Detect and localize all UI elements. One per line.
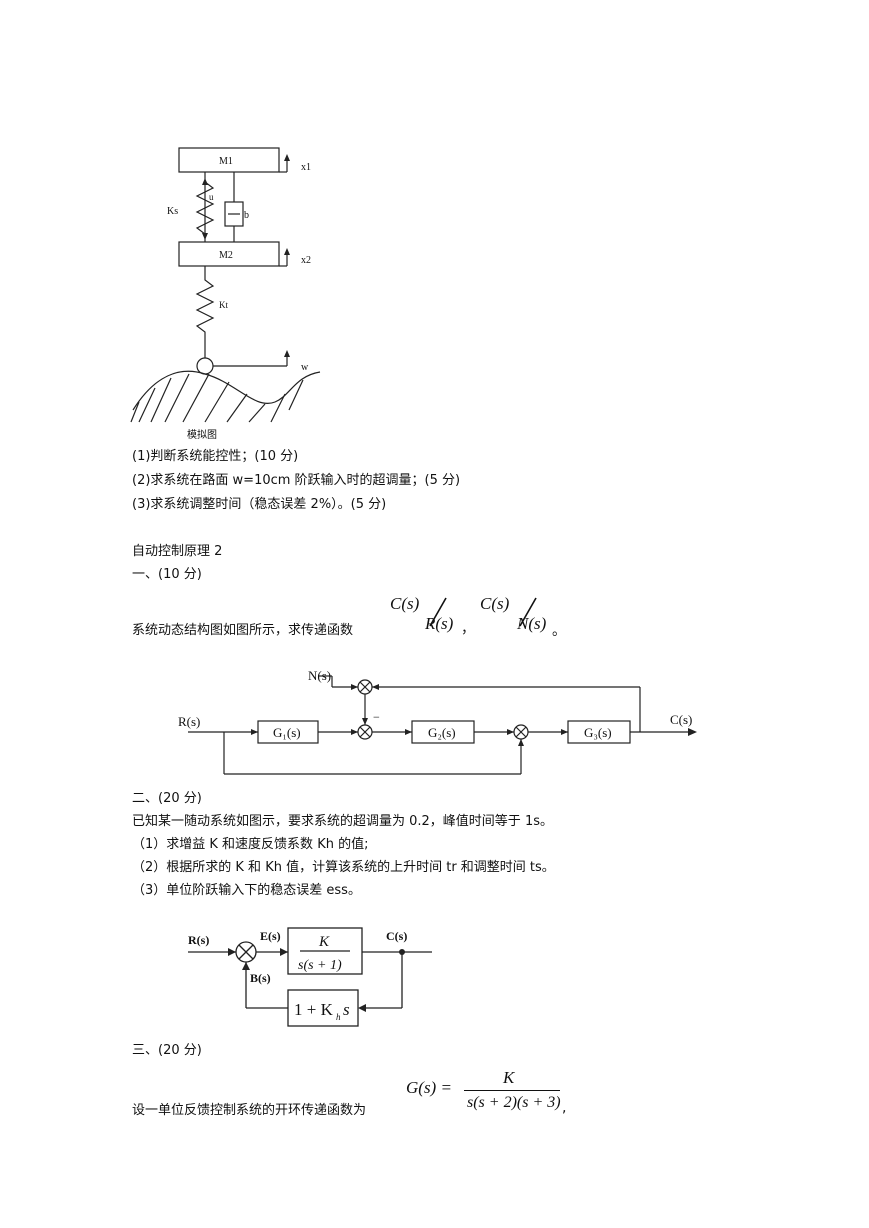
q1-frac1-num: C(s): [390, 594, 420, 613]
q1-separator: ，: [461, 621, 475, 637]
label-b: b: [244, 210, 249, 221]
q2-label-c: C(s): [386, 929, 407, 943]
question-line-2: (2)求系统在路面 w=10cm 阶跃输入时的超调量；(5 分): [132, 473, 461, 488]
q2-feedback-a: 1 + K: [294, 1000, 334, 1019]
q2-forward-block: [287, 927, 363, 975]
q3-num: K: [503, 1068, 515, 1087]
label-minus: −: [373, 710, 380, 724]
suspension-model-figure: M1 M2 Ks u b x1 x2 Kt w 模拟图: [130, 147, 321, 441]
mass-m1-block: [178, 147, 280, 173]
q1-block-diagram: N(s) R(s) C(s) G₁(s) G₂(s) G₃(s) −: [178, 668, 697, 775]
spring-kt: [195, 266, 215, 358]
q1-text: 系统动态结构图如图所示，求传递函数: [132, 623, 354, 638]
label-x2: x2: [301, 255, 311, 266]
q2-forward-num: K: [318, 934, 330, 950]
label-w: w: [301, 362, 309, 373]
q2-heading: 二、(20 分): [132, 791, 202, 806]
question-line-3: (3)求系统调整时间（稳态误差 2%）。(5 分): [132, 497, 387, 512]
q2-block-diagram: R(s) E(s) B(s) C(s) K s(s + 1) 1 + K h s: [188, 927, 432, 1027]
section-title: 自动控制原理 2: [132, 544, 223, 559]
q1-frac2-num: C(s): [480, 594, 510, 613]
q2-feedback-b: s: [343, 1000, 350, 1019]
label-u: u: [209, 192, 214, 202]
q1-end: 。: [552, 623, 566, 639]
q3-end: ,: [562, 1100, 567, 1116]
q2-forward-den: s(s + 1): [298, 958, 342, 973]
q1-frac2-slash: [518, 596, 538, 628]
label-m1: M1: [219, 156, 233, 167]
label-n: N(s): [308, 668, 331, 683]
q2-label-b: B(s): [250, 971, 271, 985]
mass-m2-block: [178, 241, 280, 267]
q3-fraction-bar: [464, 1090, 560, 1091]
q1-frac1-den: R(s): [425, 614, 454, 633]
q3-den: s(s + 2)(s + 3): [467, 1094, 561, 1111]
q2-label-e: E(s): [260, 929, 281, 943]
q1-frac2-den: N(s): [517, 614, 547, 633]
label-kt: Kt: [219, 300, 228, 310]
label-r: R(s): [178, 714, 200, 729]
q3-text: 设一单位反馈控制系统的开环传递函数为: [132, 1103, 367, 1118]
q3-heading: 三、(20 分): [132, 1043, 202, 1058]
q2-label-r: R(s): [188, 933, 209, 947]
label-g2: G₂(s): [428, 725, 456, 740]
label-x1: x1: [301, 162, 311, 173]
label-m2: M2: [219, 250, 233, 261]
question-line-1: (1)判断系统能控性；(10 分): [132, 449, 299, 464]
q1-heading: 一、(10 分): [132, 567, 202, 582]
label-c: C(s): [670, 712, 692, 727]
label-ks: Ks: [167, 206, 178, 217]
q2-line-3: （2）根据所求的 K 和 Kh 值，计算该系统的上升时间 tr 和调整时间 ts…: [132, 860, 555, 875]
q1-frac1-slash: [428, 596, 448, 628]
q2-line-1: 已知某一随动系统如图示，要求系统的超调量为 0.2，峰值时间等于 1s。: [132, 814, 553, 829]
q2-line-2: （1）求增益 K 和速度反馈系数 Kh 的值;: [132, 837, 369, 852]
label-g1: G₁(s): [273, 725, 301, 740]
q2-line-4: （3）单位阶跃输入下的稳态误差 ess。: [132, 883, 361, 898]
q2-feedback-sub: h: [336, 1012, 341, 1022]
figure-caption: 模拟图: [187, 428, 217, 441]
q3-lhs: G(s) =: [406, 1078, 452, 1097]
label-g3: G₃(s): [584, 725, 612, 740]
